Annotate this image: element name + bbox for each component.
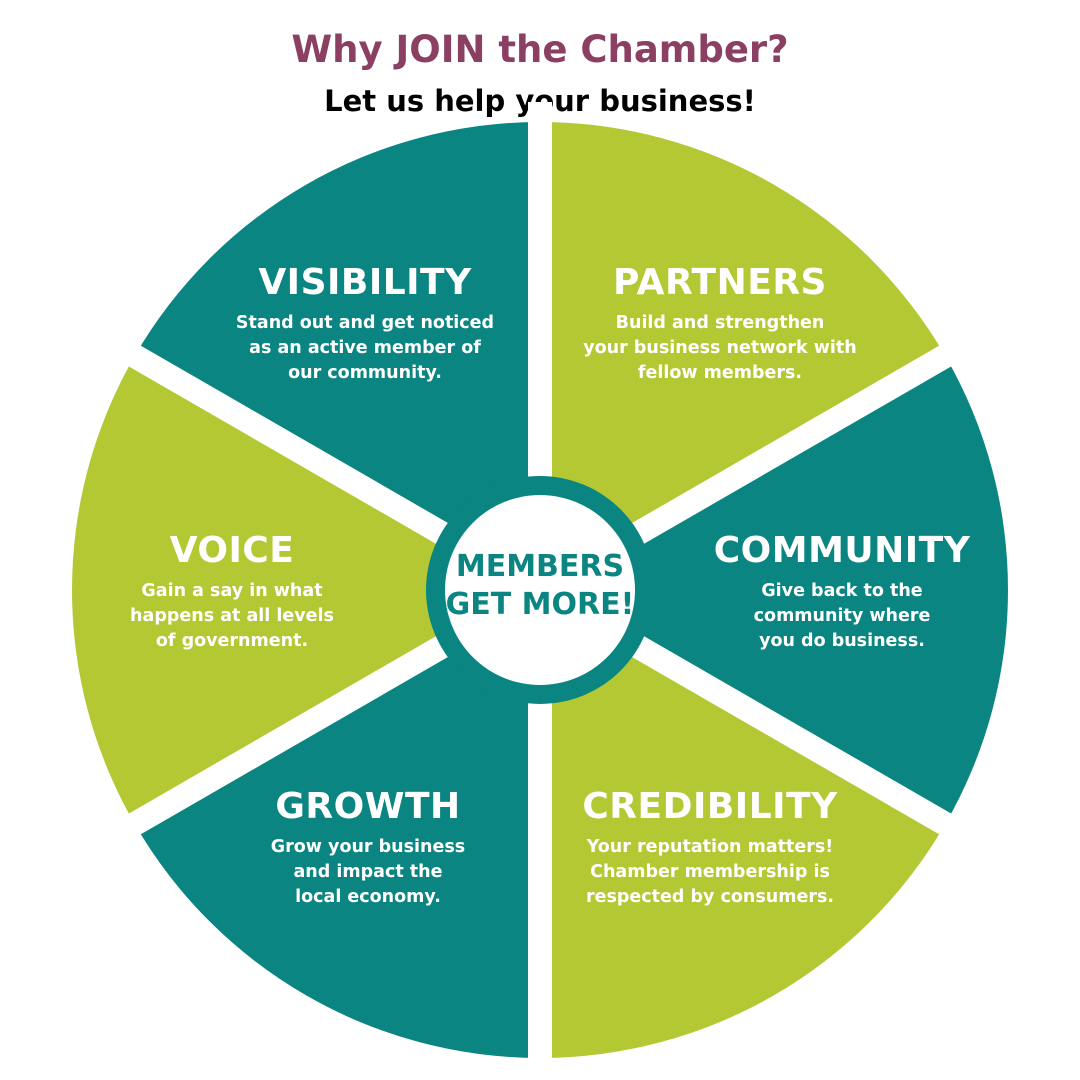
- segment-desc: our community.: [288, 363, 442, 383]
- segment-desc: Gain a say in what: [141, 581, 323, 601]
- segment-heading: COMMUNITY: [713, 530, 971, 571]
- segment-community: COMMUNITY Give back to the community whe…: [692, 530, 992, 654]
- segment-heading: VOICE: [169, 530, 295, 571]
- segment-desc: Build and strengthen: [615, 313, 825, 333]
- segment-desc: of government.: [155, 631, 309, 651]
- segment-heading: PARTNERS: [613, 262, 827, 303]
- segment-desc: community where: [753, 606, 931, 626]
- segment-growth: GROWTH Grow your business and impact the…: [218, 786, 518, 910]
- wedge-voice: [71, 356, 540, 824]
- segment-desc: Chamber membership is: [590, 862, 830, 882]
- segment-partners: PARTNERS Build and strengthen your busin…: [570, 262, 870, 386]
- wedge-credibility: [540, 590, 946, 1058]
- segment-desc: your business network with: [583, 338, 857, 358]
- segment-desc: Grow your business: [270, 837, 466, 857]
- segment-desc: Stand out and get noticed: [235, 313, 495, 333]
- page-title: Why JOIN the Chamber?: [291, 28, 789, 71]
- center-line-2: GET MORE!: [445, 587, 635, 622]
- segment-heading: CREDIBILITY: [582, 786, 838, 827]
- segment-visibility: VISIBILITY Stand out and get noticed as …: [215, 262, 515, 386]
- segment-desc: and impact the: [293, 862, 443, 882]
- segment-heading: VISIBILITY: [258, 262, 472, 303]
- segment-desc: respected by consumers.: [585, 887, 835, 907]
- center-circle: [445, 495, 635, 685]
- wedge-growth: [134, 590, 540, 1058]
- wedge-community: [540, 356, 1008, 824]
- segment-desc: fellow members.: [637, 363, 803, 383]
- segment-credibility: CREDIBILITY Your reputation matters! Cha…: [560, 786, 860, 910]
- center-label: MEMBERS GET MORE!: [440, 548, 640, 624]
- segment-desc: happens at all levels: [130, 606, 334, 626]
- center-line-1: MEMBERS: [455, 549, 625, 584]
- segment-heading: GROWTH: [275, 786, 461, 827]
- segment-desc: as an active member of: [249, 338, 481, 358]
- segment-desc: Give back to the: [761, 581, 923, 601]
- wedge-visibility: [134, 122, 540, 590]
- segment-desc: Your reputation matters!: [586, 837, 834, 857]
- segment-desc: local economy.: [295, 887, 441, 907]
- segment-voice: VOICE Gain a say in what happens at all …: [82, 530, 382, 654]
- wedge-partners: [540, 122, 946, 590]
- segment-desc: you do business.: [759, 631, 925, 651]
